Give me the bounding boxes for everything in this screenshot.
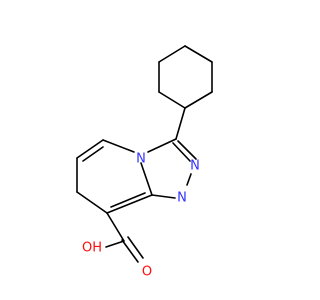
bond [175,107,186,140]
bond [106,212,125,242]
bond [158,45,186,63]
bond [110,192,146,208]
nitrogen-n2-label: N [190,159,200,174]
bond [186,173,192,186]
bond [147,138,177,153]
bond [172,142,191,162]
bond [151,194,176,199]
molecule-canvas: N N N OH O [76,45,213,280]
nitrogen-n4-label: N [136,152,146,167]
bond [158,91,186,109]
bond [184,45,213,63]
bond [106,194,153,214]
bond-layer [76,45,213,263]
bond [127,236,144,259]
bond [76,191,108,214]
carbonyl-oxygen-label: O [142,265,152,280]
bond [76,139,104,159]
bond [184,91,213,109]
bond [102,139,135,153]
bond [121,239,139,263]
structure-diagram: N N N OH O [76,45,213,280]
bond [82,146,104,162]
atom-label-layer: N N N OH O [82,152,200,280]
bond [105,240,125,248]
nitrogen-n1-label: N [177,191,187,206]
bond [140,162,153,196]
bond [177,140,197,160]
hydroxyl-oh-label: OH [82,241,102,256]
